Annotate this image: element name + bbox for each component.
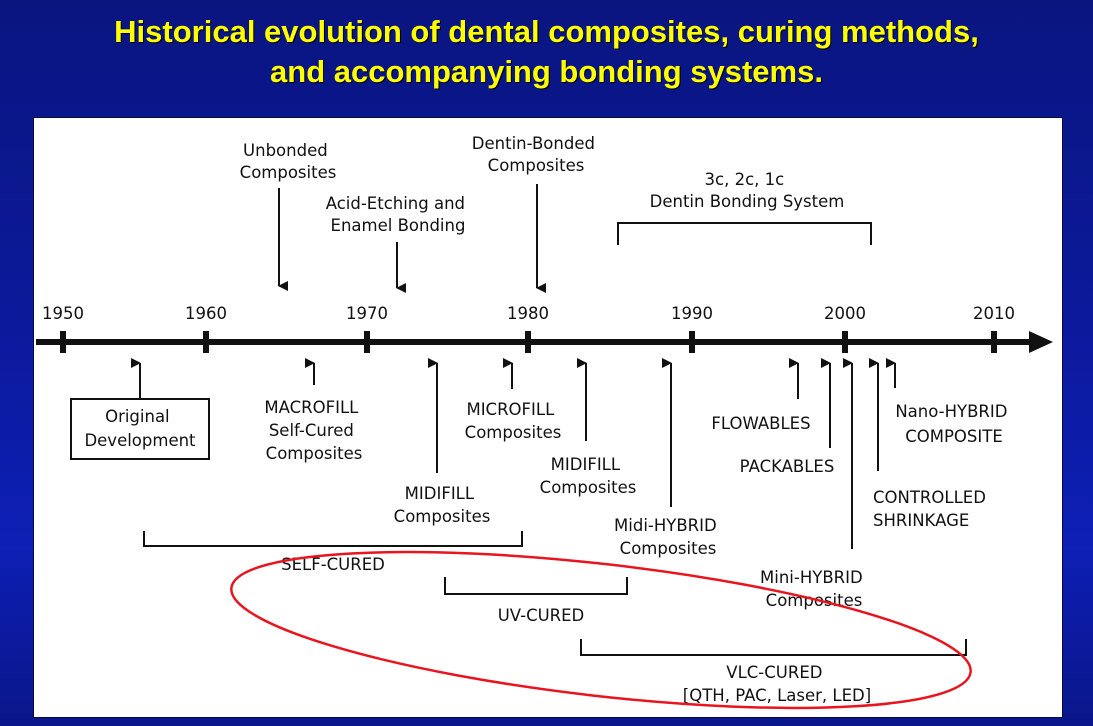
year-label-1980: 1980: [507, 304, 549, 323]
label-line: Composites: [540, 478, 637, 497]
label-line: Midi-HYBRID: [614, 516, 717, 535]
timeline-axis: [36, 331, 1053, 353]
mini-hybrid-event: Mini-HYBRID Composites: [760, 358, 868, 610]
label-line: Composites: [620, 539, 717, 558]
svg-text:UV-CURED: UV-CURED: [498, 606, 585, 625]
label-line: Nano-HYBRID: [895, 402, 1007, 421]
svg-text:MACROFILL Self-Cured: MACROFILL Self-Cured Composites: [264, 398, 363, 463]
svg-text:FLOWABLES: FLOWABLES: [711, 414, 810, 433]
svg-text:Mini-HYBRID Composites: Mini-HYBRID Composites: [760, 568, 868, 610]
label-line: Dentin Bonding System: [650, 192, 845, 211]
label-line: SHRINKAGE: [873, 511, 969, 530]
label-line: Self-Cured: [269, 421, 354, 440]
year-label-1970: 1970: [346, 304, 388, 323]
year-label-1960: 1960: [185, 304, 227, 323]
label-line: Composites: [488, 156, 585, 175]
svg-text:Acid-Etching and Enamel: Acid-Etching and Enamel Bonding: [326, 194, 471, 235]
midifill-event-1: MIDIFILL Composites: [394, 358, 491, 526]
packables-event: PACKABLES: [740, 358, 835, 476]
svg-text:VLC-CURED [QTH, PAC, Las: VLC-CURED [QTH, PAC, Laser, LED]: [683, 663, 871, 705]
svg-text:CONTROLLED SHRINKAGE: CONTROLLED SHRINKAGE: [873, 488, 991, 530]
svg-text:SELF-CURED: SELF-CURED: [281, 555, 385, 574]
svg-text:MIDIFILL Composites: MIDIFILL Composites: [394, 484, 491, 526]
label-line: [QTH, PAC, Laser, LED]: [683, 686, 871, 705]
label-line: Composites: [465, 423, 562, 442]
label-line: Composites: [266, 444, 363, 463]
year-label-1950: 1950: [42, 304, 84, 323]
dentin-bonded-event: Dentin-Bonded Composites: [472, 134, 600, 293]
midi-hybrid-event: Midi-HYBRID Composites: [614, 358, 722, 558]
timeline-diagram: 1950 1960 1970 1980 1990 2000 2010 Unbon…: [36, 134, 1053, 710]
acid-etching-event: Acid-Etching and Enamel Bonding: [326, 194, 471, 293]
label-line: COMPOSITE: [905, 427, 1003, 446]
year-label-2010: 2010: [973, 304, 1015, 323]
flowables-event: FLOWABLES: [711, 358, 811, 433]
svg-text:Dentin-Bonded Composites: Dentin-Bonded Composites: [472, 134, 600, 175]
dentin-bonding-system-span: 3c, 2c, 1c Dentin Bonding System: [617, 170, 872, 245]
label-line: MIDIFILL: [405, 484, 475, 503]
midifill-event-2: MIDIFILL Composites: [540, 358, 637, 497]
title-line-2: and accompanying bonding systems.: [270, 54, 823, 89]
label-line: Mini-HYBRID: [760, 568, 863, 587]
label-line: 3c, 2c, 1c: [705, 170, 785, 189]
label-line: Original: [105, 407, 170, 426]
microfill-event: MICROFILL Composites: [465, 358, 562, 442]
label-line: CONTROLLED: [873, 488, 986, 507]
highlight-ellipse: [230, 550, 972, 710]
controlled-shrinkage-event: CONTROLLED SHRINKAGE: [869, 358, 991, 530]
label-line: MIDIFILL: [551, 455, 621, 474]
label-line: Composites: [240, 163, 337, 182]
year-label-1990: 1990: [671, 304, 713, 323]
self-cured-bracket: SELF-CURED: [143, 531, 523, 574]
svg-text:Midi-HYBRID Composites: Midi-HYBRID Composites: [614, 516, 722, 558]
macrofill-event: MACROFILL Self-Cured Composites: [264, 358, 363, 463]
label-line: Dentin-Bonded: [472, 134, 595, 153]
label-line: MACROFILL: [264, 398, 359, 417]
label-line: Enamel Bonding: [331, 216, 466, 235]
label-line: Unbonded: [243, 141, 328, 160]
vlc-cured-bracket: VLC-CURED [QTH, PAC, Laser, LED]: [580, 639, 967, 705]
svg-text:Original Development: Original Development: [84, 407, 196, 450]
label-line: MICROFILL: [466, 400, 555, 419]
label-line: Acid-Etching and: [326, 194, 465, 213]
svg-text:MIDIFILL Composites: MIDIFILL Composites: [540, 455, 637, 497]
year-label-2000: 2000: [824, 304, 866, 323]
svg-text:Nano-HYBRID COMPOSITE: Nano-HYBRID COMPOSITE: [895, 402, 1012, 446]
slide-title: Historical evolution of dental composite…: [0, 12, 1093, 92]
uv-cured-bracket: UV-CURED: [444, 577, 628, 625]
title-line-1: Historical evolution of dental composite…: [114, 14, 979, 49]
unbonded-composites-event: Unbonded Composites: [240, 141, 337, 291]
svg-text:MICROFILL Composites: MICROFILL Composites: [465, 400, 562, 442]
label-line: Composites: [394, 507, 491, 526]
label-line: Development: [84, 431, 196, 450]
svg-text:PACKABLES: PACKABLES: [740, 457, 835, 476]
original-development-event: Original Development: [70, 358, 210, 460]
timeline-figure: 1950 1960 1970 1980 1990 2000 2010 Unbon…: [33, 117, 1063, 718]
svg-text:3c, 2c, 1c Dentin Bondin: 3c, 2c, 1c Dentin Bonding System: [650, 170, 845, 211]
svg-text:Unbonded Composites: Unbonded Composites: [240, 141, 337, 182]
nano-hybrid-event: Nano-HYBRID COMPOSITE: [886, 358, 1012, 446]
label-line: VLC-CURED: [726, 663, 822, 682]
